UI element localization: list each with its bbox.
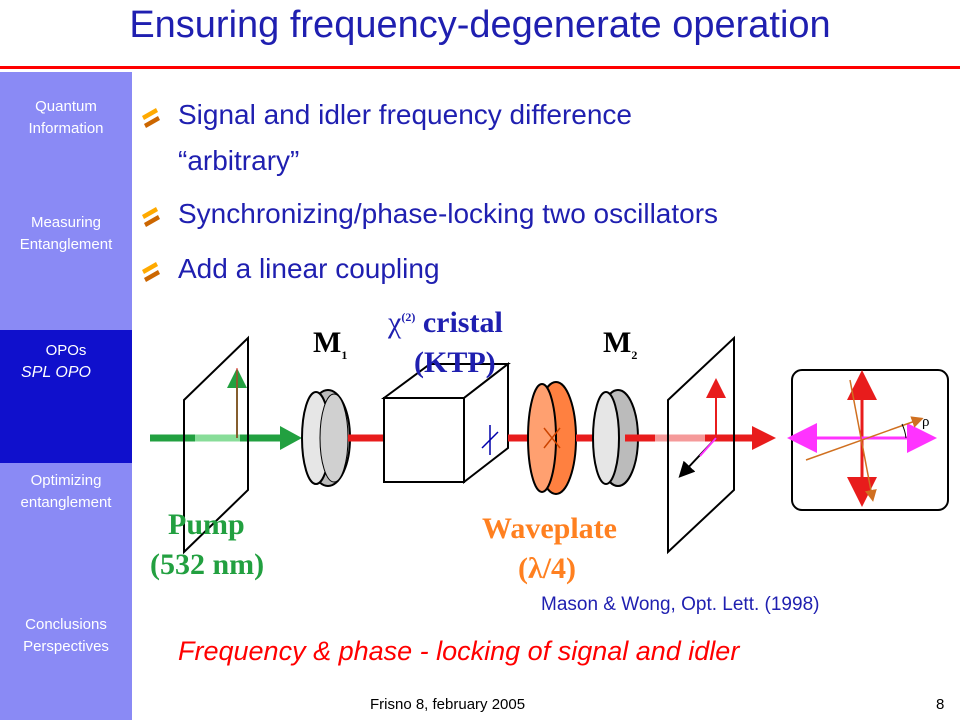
flame-bullet-icon — [140, 197, 162, 235]
conclusion-statement: Frequency & phase - locking of signal an… — [178, 636, 740, 666]
waveplate-axis-2 — [543, 427, 561, 449]
mirror-m1-label: M1 — [313, 326, 348, 362]
input-polarizer-plane — [183, 335, 249, 555]
output-polarizer-plane — [667, 335, 735, 555]
pump-label: Pump — [168, 508, 245, 541]
ktp-crystal-front — [383, 397, 465, 483]
waveplate-label: Waveplate — [482, 512, 617, 545]
mirror-m2-label: M2 — [603, 326, 638, 362]
title-underline — [0, 66, 960, 69]
pump-wavelength-label: (532 nm) — [150, 548, 265, 581]
crystal-name-label: (KTP) — [414, 346, 496, 379]
output-beam-arrowhead — [752, 426, 776, 450]
crystal-axis-diagonal — [481, 431, 499, 449]
pump-beam-arrowhead — [280, 426, 302, 450]
mirror-m2-front — [592, 391, 620, 485]
waveplate-front — [527, 383, 557, 493]
sidebar-subitem-spl-opo[interactable]: SPL OPO — [21, 364, 91, 381]
magenta-polarization — [699, 437, 717, 457]
sidebar-item-conclusions-perspectives[interactable]: Conclusions Perspectives — [23, 616, 109, 655]
flame-bullet-icon — [140, 252, 162, 290]
flame-bullet-icon — [140, 98, 162, 136]
sidebar-item-measuring-entanglement[interactable]: Measuring Entanglement — [19, 214, 113, 253]
rho-angle-arc — [901, 423, 907, 439]
inset-rotated-axis-1 — [849, 379, 877, 502]
citation: Mason & Wong, Opt. Lett. (1998) — [541, 594, 820, 615]
inset-rotated-axis-2 — [805, 416, 924, 461]
sidebar-item-quantum-information[interactable]: Quantum Information — [28, 98, 104, 137]
sidebar-active-highlight — [0, 330, 132, 463]
slide-title: Ensuring frequency-degenerate operation — [129, 4, 831, 46]
page-number: 8 — [936, 696, 945, 713]
waveplate-value-label: (λ/4) — [518, 552, 577, 585]
footer-text: Frisno 8, february 2005 — [370, 696, 526, 713]
crystal-label: χ(2) cristal — [388, 306, 503, 339]
mirror-m1-face — [319, 393, 349, 483]
sidebar-item-optimizing-entanglement[interactable]: Optimizing entanglement — [20, 472, 112, 511]
rho-label: ρ — [922, 414, 930, 430]
